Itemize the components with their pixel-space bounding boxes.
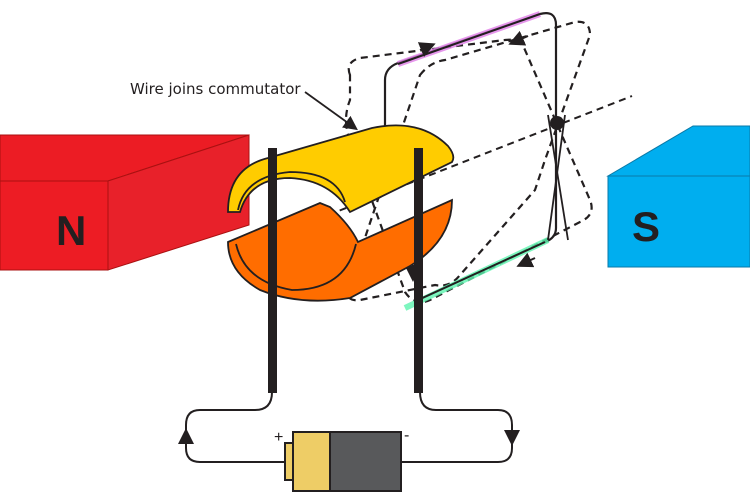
right-brush — [414, 148, 423, 393]
battery-positive-label: + — [274, 429, 283, 446]
commutator-top-half — [227, 124, 455, 214]
axis-pivot — [550, 116, 564, 130]
south-magnet: S — [606, 125, 750, 268]
battery — [284, 431, 402, 492]
left-brush — [268, 148, 277, 393]
annotation-arrow — [304, 91, 358, 131]
commutator-bottom-half — [227, 198, 453, 302]
circuit-wire — [178, 391, 520, 463]
battery-negative-end — [329, 431, 402, 492]
annotation-label: Wire joins commutator — [130, 80, 301, 98]
commutator — [227, 124, 455, 302]
battery-positive-end — [292, 431, 331, 492]
north-magnet: N — [0, 134, 250, 271]
battery-negative-label: - — [404, 427, 409, 444]
armature-coil — [383, 11, 569, 311]
south-pole-label: S — [632, 203, 660, 250]
north-pole-label: N — [56, 207, 86, 254]
